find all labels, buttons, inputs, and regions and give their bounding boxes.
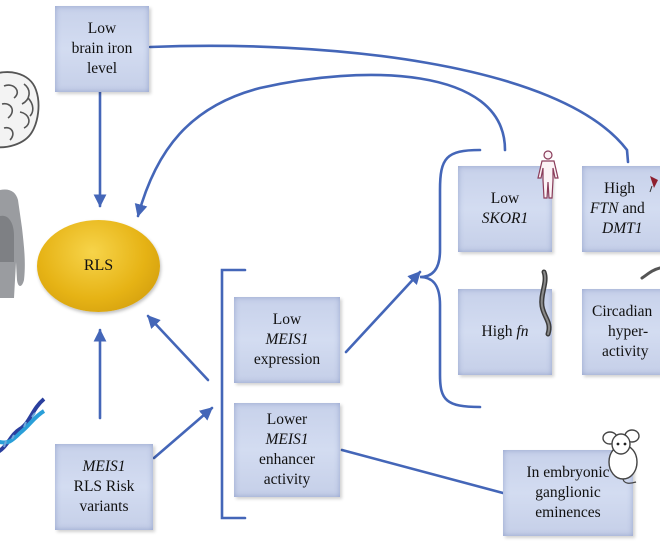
low-brain-iron-box: Low brain iron level [55, 6, 149, 92]
variants-line-1: MEIS1 [82, 458, 126, 475]
worm-icon-small [640, 266, 660, 280]
left-bracket [220, 268, 247, 520]
human-body-outline-icon [537, 150, 559, 199]
embryonic-line-1: In embryonic [526, 464, 610, 481]
meis1-variants-box: MEIS1 RLS Risk variants [55, 444, 153, 530]
high-ftn-dmt1-box: High FTN and DMT1 [582, 166, 660, 252]
ftn-italic: FTN [590, 200, 619, 217]
brain-icon [0, 71, 40, 149]
circadian-box: Circadian hyper- activity [582, 289, 660, 375]
arrow-meis1-to-models [344, 270, 422, 354]
skor1-line-2: SKOR1 [481, 210, 529, 227]
circadian-line-2: hyper- [608, 323, 649, 340]
enhancer-line-4: activity [263, 471, 311, 488]
variants-line-3: variants [79, 498, 129, 515]
ftn-line-1-text: High [604, 180, 635, 197]
iron-line-2: brain iron [71, 40, 133, 57]
lower-meis1-enhancer-box: Lower MEIS1 enhancer activity [234, 403, 340, 497]
embryonic-line-3: eminences [535, 504, 601, 521]
skor1-line-1: Low [490, 190, 520, 207]
ftn-line-2: FTN and [590, 199, 645, 219]
connector-enhancer-to-embryonic [340, 448, 505, 495]
enhancer-line-1: Lower [266, 411, 308, 428]
circadian-line-3: activity [602, 343, 649, 360]
human-silhouette-icon [0, 189, 25, 298]
rls-label: RLS [83, 257, 114, 274]
low-meis1-line-1: Low [272, 311, 302, 328]
fn-prefix: High [481, 323, 517, 340]
iron-line-1: Low [87, 20, 117, 37]
arrow-bracket-to-rls [146, 314, 210, 382]
embryonic-line-2: ganglionic [535, 484, 601, 501]
fly-icon [649, 176, 658, 193]
embryonic-ganglionic-box: In embryonic ganglionic eminences [503, 450, 633, 536]
fn-line: High fn [482, 322, 529, 342]
rls-node: RLS [37, 220, 160, 312]
enhancer-line-2: MEIS1 [265, 431, 309, 448]
low-meis1-line-3: expression [253, 351, 321, 368]
arrow-variants-to-bracket [152, 406, 214, 460]
low-skor1-box: Low SKOR1 [458, 166, 552, 252]
worm-icon [539, 269, 552, 337]
right-bracket [419, 148, 482, 409]
enhancer-line-3: enhancer [259, 451, 315, 468]
iron-line-3: level [86, 60, 118, 77]
ftn-line-3: DMT1 [602, 220, 643, 237]
connector-iron-to-ftn [148, 44, 630, 164]
circadian-line-1: Circadian [592, 303, 653, 320]
dna-helix-icon [0, 397, 46, 453]
low-meis1-expression-box: Low MEIS1 expression [234, 297, 340, 383]
fn-italic: fn [516, 323, 529, 340]
high-fn-box: High fn [458, 289, 552, 375]
low-meis1-line-2: MEIS1 [265, 331, 309, 348]
variants-line-2: RLS Risk [73, 478, 135, 495]
ftn-line-1: High [590, 179, 635, 199]
arrow-models-to-rls [134, 73, 507, 218]
mouse-icon [602, 429, 640, 484]
ftn-and: and [618, 200, 645, 217]
